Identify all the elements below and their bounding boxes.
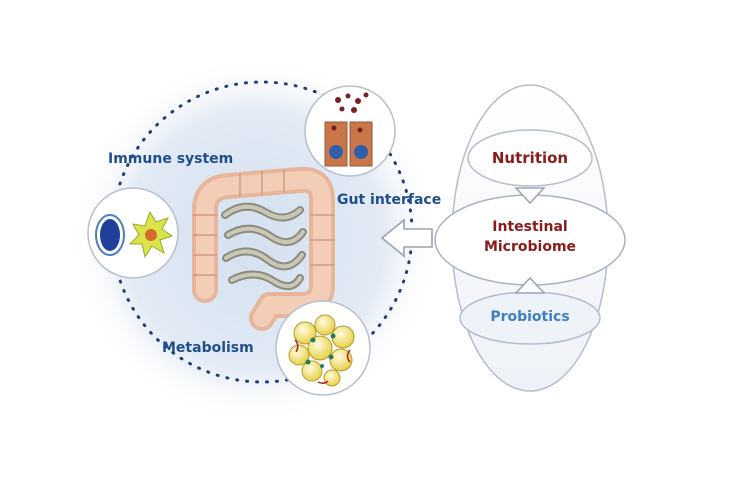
immune-cells-icon — [87, 187, 179, 279]
arrow-left-icon — [380, 218, 433, 258]
gut-epithelial-cells-icon — [304, 85, 396, 177]
nutrition-label: Nutrition — [491, 149, 569, 167]
probiotics-label: Probiotics — [490, 309, 570, 325]
arrow-down-icon — [514, 187, 546, 205]
microbiome-label: Microbiome — [483, 239, 577, 255]
fat-cells-icon — [275, 300, 371, 396]
intestinal-label: Intestinal — [492, 219, 568, 235]
metabolism-label: Metabolism — [162, 340, 254, 356]
arrow-up-icon — [514, 276, 546, 294]
gut-interface-label: Gut interface — [337, 192, 442, 208]
immune-system-label: Immune system — [108, 151, 234, 167]
nutrition-ellipse — [467, 129, 593, 187]
